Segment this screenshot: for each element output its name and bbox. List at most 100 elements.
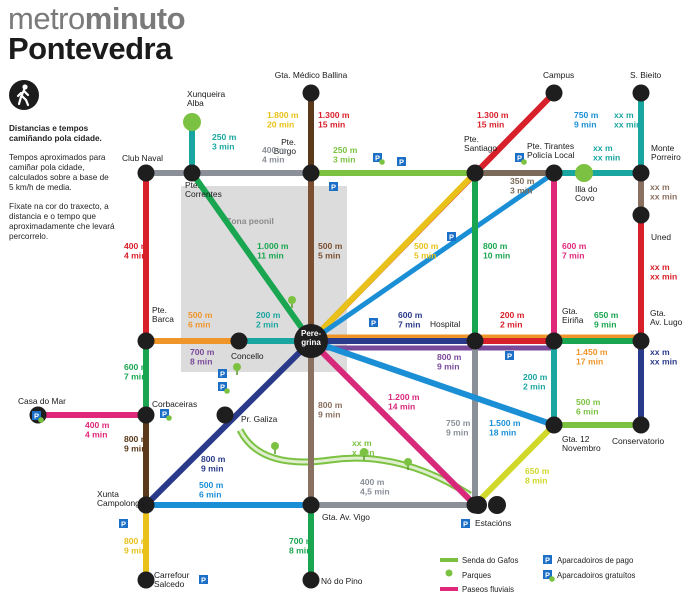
parking-letter: P — [331, 183, 336, 192]
park-icon — [360, 448, 368, 456]
station-label-concello: Concello — [231, 351, 264, 361]
legend-label: Aparcadoiros de pago — [557, 556, 634, 565]
station-label-corbaceiras: Corbaceiras — [152, 399, 197, 409]
station-label-vigo: Gta. Av. Vigo — [322, 512, 370, 522]
parking-free-dot — [521, 159, 527, 165]
station-carrefour — [137, 571, 155, 589]
station-eirina — [545, 332, 563, 350]
parking-free-icon — [160, 409, 169, 418]
parking-free-icon — [218, 382, 227, 391]
parking-letter: P — [399, 158, 404, 167]
station-label-galiza: Pr. Galiza — [241, 414, 278, 424]
station-label-correntes: Pte.Correntes — [185, 180, 222, 199]
route-line — [309, 170, 556, 344]
parking-free-icon — [373, 153, 382, 162]
station-label-hospital: Hospital — [430, 319, 460, 329]
parking-letter: P — [34, 412, 39, 421]
legend-label: Aparcadoiros gratuítos — [557, 571, 636, 580]
park-icon — [233, 363, 241, 371]
station-label-uned: Uned — [651, 232, 671, 242]
parking-free-icon — [515, 153, 524, 162]
station-conservatorio — [632, 416, 650, 434]
station-tirantes — [545, 164, 563, 182]
station-label-naval: Club Naval — [122, 153, 163, 163]
parking-letter: P — [517, 154, 522, 163]
station-label-casamar: Casa do Mar — [18, 396, 66, 406]
station-peregrina — [294, 324, 328, 358]
station-label-barca: Pte.Barca — [152, 305, 174, 324]
bus-station-icon — [488, 496, 506, 514]
parking-letter: P — [201, 576, 206, 585]
parking-letter: P — [220, 383, 225, 392]
station-label-conservatorio: Conservatorio — [612, 436, 664, 446]
station-campus — [545, 84, 563, 102]
sidebar: Distancias e tempos camiñando pola cidad… — [9, 124, 115, 251]
sidebar-para1: Tempos aproximados para camiñar pola cid… — [9, 153, 109, 192]
route-line — [308, 170, 478, 344]
station-hospital — [466, 332, 484, 350]
station-corbaceiras — [137, 406, 155, 424]
legend-parking-free-dot — [549, 576, 555, 582]
station-porreiro — [632, 164, 650, 182]
parking-letter: P — [545, 556, 550, 565]
senda-path-inner — [238, 429, 471, 497]
station-pino — [302, 571, 320, 589]
parking-letter: P — [449, 233, 454, 242]
parking-paid-icon — [505, 351, 514, 360]
parking-letter: P — [121, 520, 126, 529]
park-icon-covo — [575, 164, 593, 182]
park-icon — [271, 442, 279, 450]
route-line — [143, 338, 314, 508]
station-label-peregrina: Pere-grina — [301, 329, 321, 347]
city-title: Pontevedra — [8, 31, 172, 66]
legend-parking-free-icon — [543, 570, 552, 579]
legend-label: Senda do Gafos — [462, 556, 518, 565]
parking-paid-icon — [369, 318, 378, 327]
park-icon — [288, 296, 296, 304]
station-correntes — [183, 164, 201, 182]
parking-free-dot — [166, 415, 172, 421]
station-novembro — [545, 416, 563, 434]
sidebar-para2: Fíxate na cor do traxecto, a distancia e… — [9, 202, 115, 241]
route-line — [472, 422, 557, 508]
parking-letter: P — [162, 410, 167, 419]
parking-free-dot — [38, 417, 44, 423]
parking-letter: P — [545, 571, 550, 580]
parking-letter: P — [220, 370, 225, 379]
